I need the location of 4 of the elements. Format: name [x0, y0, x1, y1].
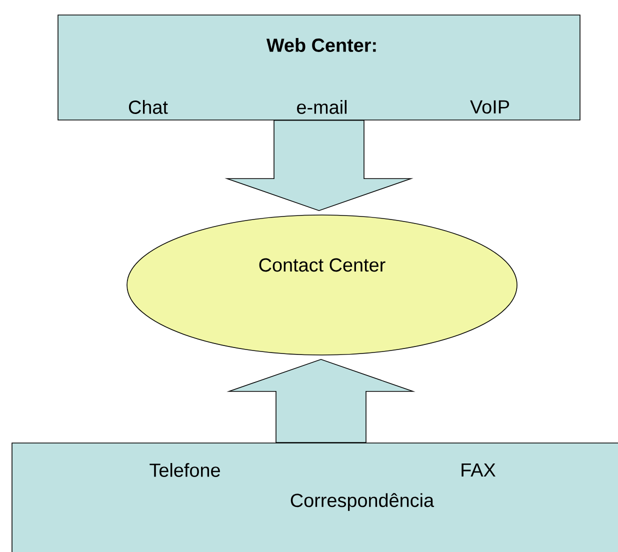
block-arrow [226, 358, 416, 443]
channel-box: Telefone FAX Correspondência [12, 442, 618, 552]
channel-box: Web Center: Chat e-mail VoIP [58, 14, 580, 120]
block-arrow [224, 120, 414, 212]
